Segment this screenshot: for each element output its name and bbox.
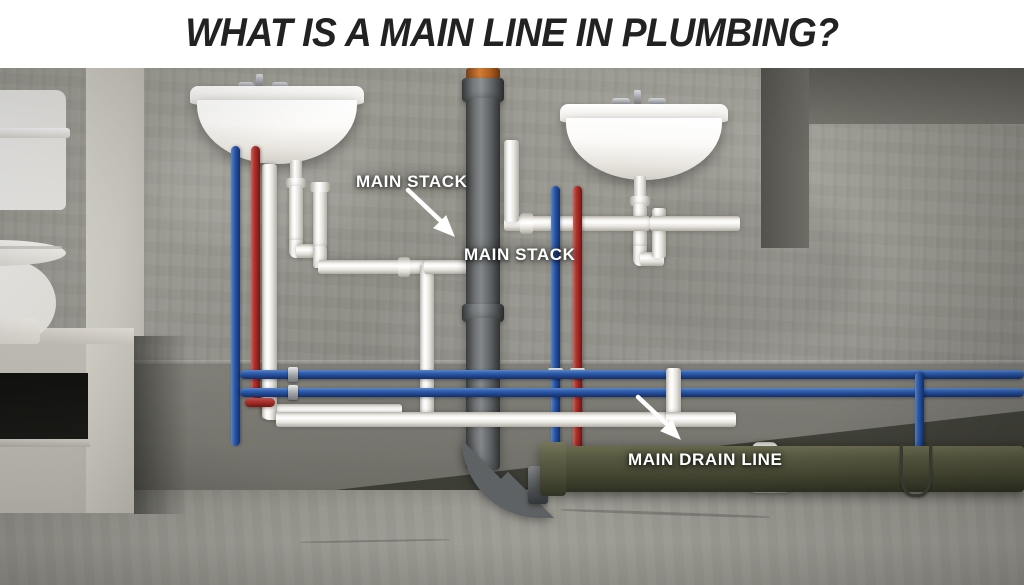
arrow-to-main-drain-line (635, 394, 681, 440)
cold-supply-drop-right (915, 372, 924, 468)
vent-pipe-right (504, 140, 519, 222)
faucet-handle-right (648, 98, 666, 104)
plinth-shadow (134, 336, 188, 514)
faucet-handle-left (612, 98, 630, 104)
sink-left-drain-to-stack (424, 260, 476, 274)
trap-nut (630, 196, 650, 206)
hot-supply-riser-left (251, 146, 260, 404)
soffit-side-wall (761, 68, 809, 248)
plumbing-illustration: MAIN STACK MAIN STACK MAIN DRAIN LINE (0, 68, 1024, 585)
cold-supply-riser-left (231, 146, 240, 446)
lower-drain-riser-right (666, 368, 681, 418)
main-drain-hub (540, 442, 566, 496)
toilet-tank-lid (0, 128, 70, 138)
sink-right-tailpiece (634, 176, 646, 200)
vent-pipe-left (262, 164, 277, 416)
faucet-spout (634, 90, 641, 106)
left-wall-pillar (86, 68, 144, 336)
faucet-spout (256, 74, 263, 90)
cold-supply-main-lower (240, 388, 1024, 397)
cold-supply-riser-right (551, 186, 560, 452)
label-main-stack-lower: MAIN STACK (464, 245, 576, 264)
toilet-base (0, 318, 40, 344)
drain-arm-extension (650, 216, 740, 231)
trap-nut (286, 178, 306, 188)
cold-supply-main-upper (240, 370, 1024, 379)
pipe-coupling (520, 213, 533, 234)
faucet-handle-right (272, 82, 288, 88)
plinth-column (86, 344, 134, 513)
hot-supply-elbow-left (245, 398, 275, 407)
label-main-stack-upper: MAIN STACK (356, 172, 468, 191)
toilet-tank (0, 90, 66, 210)
plinth-recess (0, 373, 88, 443)
main-stack-pipe-upper (466, 98, 500, 310)
plinth-recess-lip (0, 439, 90, 447)
sink-left-drain-run (318, 260, 428, 274)
title-band: WHAT IS A MAIN LINE IN PLUMBING? (0, 0, 1024, 68)
lower-drain-run (276, 412, 680, 427)
toilet-seat-line (0, 246, 62, 249)
sink-left-trap-down (289, 186, 303, 246)
pipe-strap (900, 444, 932, 497)
faucet-handle-left (238, 82, 254, 88)
sink-left-tailpiece (290, 160, 302, 182)
wall-band-edge (0, 360, 1024, 366)
arrow-to-main-stack (405, 187, 455, 237)
label-main-drain-line: MAIN DRAIN LINE (628, 450, 783, 469)
pipe-coupling (398, 257, 410, 277)
hot-supply-riser-right (573, 186, 582, 452)
page-title: WHAT IS A MAIN LINE IN PLUMBING? (185, 11, 839, 55)
pex-coupling (288, 385, 298, 400)
lower-drain-run-right (666, 412, 736, 427)
stack-hub-mid (462, 304, 504, 322)
main-drain-line-pipe (540, 446, 1024, 492)
stack-vent-cap (466, 68, 500, 80)
trap-nut (310, 182, 330, 192)
pex-coupling (288, 367, 298, 382)
sink-left-trap-up (313, 188, 327, 248)
back-wall (0, 68, 1024, 498)
